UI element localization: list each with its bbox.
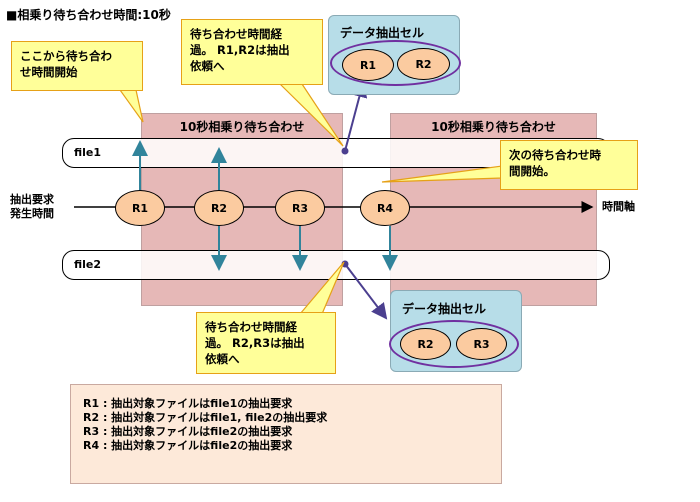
extraction-cell-2-item-1-label: R2 xyxy=(417,337,434,351)
pointer-to-cell-2 xyxy=(344,263,388,320)
legend-line-r3: R3 : 抽出対象ファイルはfile2の抽出要求 xyxy=(83,425,293,438)
extraction-cell-1-item-1-label: R1 xyxy=(359,58,377,72)
request-r1: R1 xyxy=(115,190,165,226)
request-r1-label: R1 xyxy=(131,201,149,215)
extraction-cell-1-item-2: R2 xyxy=(397,48,450,80)
axis-origin-label-line1: 抽出要求 xyxy=(10,193,54,206)
extraction-cell-2-item-2: R3 xyxy=(456,328,507,360)
diagram-title: ■相乗り待ち合わせ時間:10秒 xyxy=(6,8,171,22)
extraction-cell-1-group xyxy=(330,40,461,86)
wait-zone-1-label: 10秒相乗り待ち合わせ xyxy=(179,120,305,134)
lane-file1-label: file1 xyxy=(74,146,102,159)
request-r2: R2 xyxy=(194,190,244,226)
pointer-origin-1 xyxy=(341,147,349,155)
callout-elapsed2-tail xyxy=(298,261,345,315)
request-r3-label: R3 xyxy=(291,201,309,215)
callout-start: ここから待ち合わ せ時間開始 xyxy=(11,41,143,91)
request-r2-label: R2 xyxy=(210,201,228,215)
callout-start-tail xyxy=(118,89,144,123)
axis-origin-label: 抽出要求 発生時間 xyxy=(10,193,54,221)
callout-elapsed2: 待ち合わせ時間経 過。 R2,R3は抽出 依頼へ xyxy=(196,312,336,374)
extraction-cell-1-title: データ抽出セル xyxy=(340,26,425,40)
extraction-cell-2-title: データ抽出セル xyxy=(402,302,487,316)
request-r4: R4 xyxy=(360,190,410,226)
extraction-cell-2-item-2-label: R3 xyxy=(473,337,490,351)
legend-line-r1: R1 : 抽出対象ファイルはfile1の抽出要求 xyxy=(83,397,293,410)
extraction-cell-2-group xyxy=(389,320,519,368)
request-r3: R3 xyxy=(275,190,325,226)
extraction-cell-1-item-2-label: R2 xyxy=(415,57,432,71)
legend-line-r4: R4 : 抽出対象ファイルはfile2の抽出要求 xyxy=(83,439,293,452)
callout-elapsed1: 待ち合わせ時間経 過。 R1,R2は抽出 依頼へ xyxy=(181,19,323,85)
extraction-cell-2-item-1: R2 xyxy=(400,328,451,360)
request-r4-label: R4 xyxy=(376,201,394,215)
legend-box: R1 : 抽出対象ファイルはfile1の抽出要求 R2 : 抽出対象ファイルはf… xyxy=(70,384,502,484)
axis-origin-label-line2: 発生時間 xyxy=(10,207,54,220)
callout-next-tail xyxy=(381,165,503,183)
extraction-cell-1-item-1: R1 xyxy=(342,49,394,81)
lane-file2-label: file2 xyxy=(74,258,102,271)
legend-line-r2: R2 : 抽出対象ファイルはfile1, file2の抽出要求 xyxy=(83,411,328,424)
wait-zone-2-label: 10秒相乗り待ち合わせ xyxy=(431,120,556,134)
time-axis-label: 時間軸 xyxy=(602,200,635,213)
callout-next: 次の待ち合わせ時 間開始。 xyxy=(500,140,638,190)
